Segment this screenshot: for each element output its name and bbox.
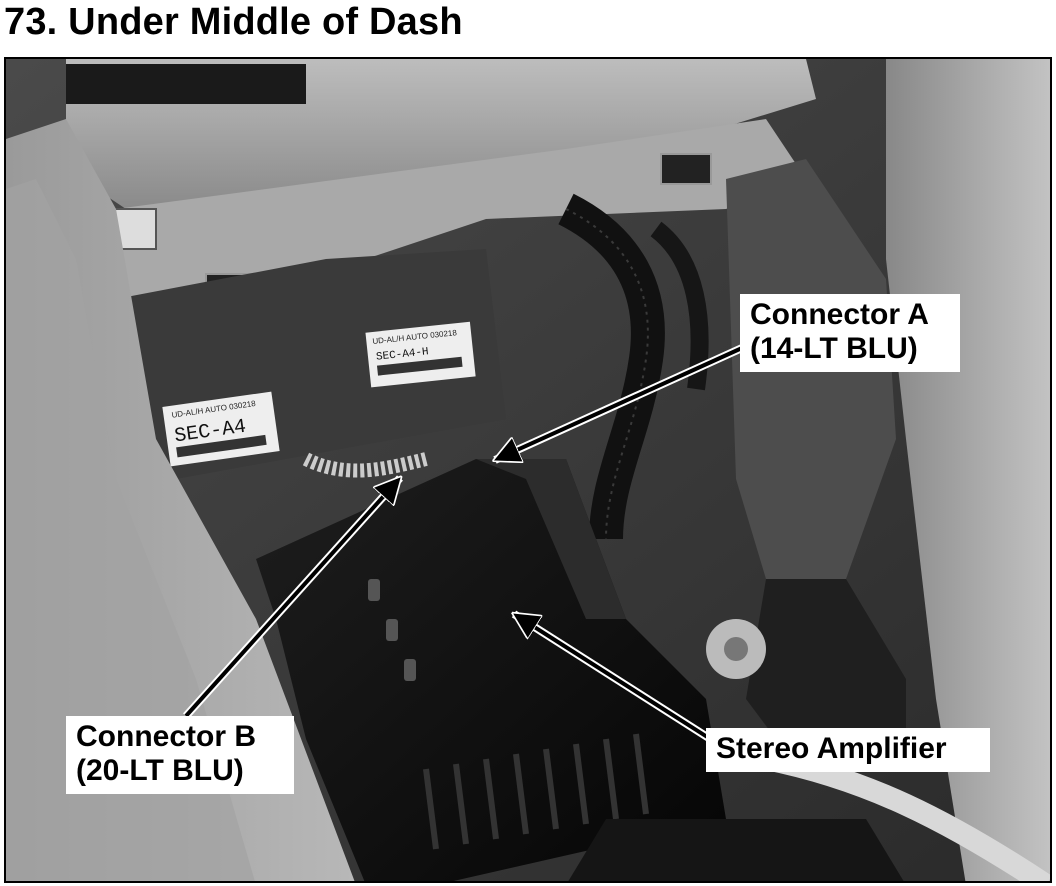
sticker-right: UD-AL/H AUTO 030218 SEC-A4-H	[365, 321, 476, 388]
right-trim-panel	[886, 59, 1050, 881]
page-title: 73. Under Middle of Dash	[4, 1, 463, 43]
callout-connector-b-line1: Connector B	[76, 720, 256, 753]
callout-connector-b: Connector B (20-LT BLU)	[66, 716, 294, 794]
callout-connector-a-line2: (14-LT BLU)	[750, 332, 918, 365]
sticker-left: UD-AL/H AUTO 030218 SEC-A4	[162, 391, 280, 467]
callout-connector-a: Connector A (14-LT BLU)	[740, 294, 960, 372]
bracket-slot-right	[660, 153, 712, 185]
upper-harness	[66, 64, 306, 104]
amp-heat-fins	[423, 733, 649, 850]
callout-stereo-amplifier-line1: Stereo Amplifier	[716, 732, 947, 765]
sticker-right-text: SEC-A4-H	[376, 346, 430, 363]
callout-connector-a-line1: Connector A	[750, 298, 929, 331]
wire-bundle-b	[302, 452, 428, 478]
callout-stereo-amplifier: Stereo Amplifier	[706, 728, 990, 772]
callout-connector-b-line2: (20-LT BLU)	[76, 754, 244, 787]
amp-vent	[368, 579, 380, 601]
